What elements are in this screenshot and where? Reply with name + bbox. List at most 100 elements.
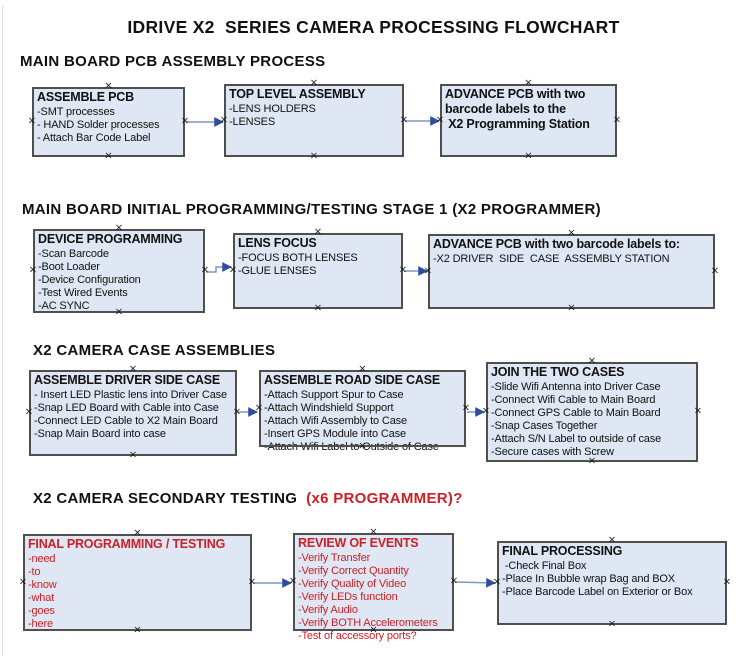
flow-box-assemble-road-side-case: ASSEMBLE ROAD SIDE CASE -Attach Support S… [255,364,470,453]
flow-box-item: -Verify Correct Quantity [298,565,409,577]
flow-box-title: JOIN THE TWO CASES [491,365,625,379]
flow-box-title: ADVANCE PCB with two barcode labels to t… [445,87,590,131]
flow-box-item: -goes [28,605,55,617]
connector-x-icon: × [358,363,367,375]
flow-box-items: -Scan Barcode-Boot Loader-Device Configu… [33,247,205,313]
connector-x-icon: × [128,363,138,375]
connector-x-icon: × [28,264,38,276]
flow-box-items: -X2 DRIVER SIDE CASE ASSEMBLY STATION [428,252,715,266]
connector-x-icon: × [567,227,576,239]
flow-box-item: - Attach Bar Code Label [37,132,151,144]
connector-x-icon: × [200,264,210,276]
flow-box-title: REVIEW OF EVENTS [298,536,419,550]
flow-box-item: -SMT processes [37,106,115,118]
flow-box-item: -LENSES [229,116,276,128]
connector-x-icon: × [435,114,445,125]
flow-box-item: - Insert LED Plastic lens into Driver Ca… [34,389,227,401]
flow-box-item: -Connect LED Cable to X2 Main Board [34,415,218,427]
connector-x-icon: × [492,576,502,588]
connector-x-icon: × [423,265,433,276]
connector-x-icon: × [104,80,113,92]
flow-box-item: -Verify Transfer [298,552,371,564]
flow-box-item: -LENS HOLDERS [229,103,316,115]
flow-box-item: -Attach Wifi Label to Outside of Case [264,441,439,453]
flow-box-items: - Insert LED Plastic lens into Driver Ca… [29,388,237,441]
connector-x-icon: × [567,302,576,314]
flow-box-item: -Attach Support Spur to Case [264,389,404,401]
flow-box-item: -GLUE LENSES [238,265,317,277]
flow-box-item: -Place Barcode Label on Exterior or Box [502,586,693,598]
flow-box-item: -Snap LED Board with Cable into Case [34,402,219,414]
connector-x-icon: × [24,406,34,418]
section-heading-case-assemblies: X2 CAMERA CASE ASSEMBLIES [33,342,275,359]
flow-box-final-programming-testing: FINAL PROGRAMMING / TESTING-need-to-know… [19,528,256,635]
flow-box-top-level-assembly: TOP LEVEL ASSEMBLY-LENS HOLDERS-LENSES××… [220,78,408,161]
flow-box-device-programming: DEVICE PROGRAMMING-Scan Barcode-Boot Loa… [29,223,209,317]
connector-x-icon: × [309,77,319,89]
flow-box-items: -SMT processes- HAND Solder processes- A… [32,105,185,145]
flow-box-review-of-events: REVIEW OF EVENTS-Verify Transfer-Verify … [289,527,458,642]
flow-arrow [206,262,232,273]
flow-box-items: -need-to-know-what-goes-here [23,552,252,631]
connector-x-icon: × [114,222,124,234]
flow-box-item: -Verify Audio [298,604,358,616]
flow-box-items [440,132,617,133]
connector-x-icon: × [524,77,533,89]
connector-x-icon: × [247,576,257,587]
flow-box-items: -Slide Wifi Antenna into Driver Case-Con… [486,380,698,459]
flow-box-item: -here [28,618,53,630]
connector-x-icon: × [180,115,190,127]
connector-x-icon: × [309,150,319,162]
connector-x-icon: × [358,440,367,452]
flow-arrow [454,577,496,588]
flow-box-title: FINAL PROGRAMMING / TESTING [28,537,226,551]
flow-box-item: -X2 DRIVER SIDE CASE ASSEMBLY STATION [433,253,670,265]
connector-x-icon: × [114,306,124,318]
flow-box-item: -Connect Wifi Cable to Main Board [491,394,656,406]
connector-x-icon: × [481,405,491,417]
flow-box-item: -Snap Cases Together [491,420,598,432]
flow-box-item: -Boot Loader [38,261,100,273]
heading-text: MAIN BOARD PCB ASSEMBLY PROCESS [20,53,326,70]
connector-x-icon: × [313,302,323,314]
connector-x-icon: × [228,264,238,276]
section-heading-pcb-assembly: MAIN BOARD PCB ASSEMBLY PROCESS [20,53,325,70]
connector-x-icon: × [27,115,37,127]
flow-box-title: TOP LEVEL ASSEMBLY [229,87,366,101]
connector-x-icon: × [369,624,378,636]
connector-x-icon: × [219,114,229,125]
flow-box-item: -FOCUS BOTH LENSES [238,252,358,264]
flow-box-item: -Insert GPS Module into Case [264,428,406,440]
connector-x-icon: × [461,402,471,413]
flow-box-item: -Secure cases with Screw [491,446,614,458]
connector-x-icon: × [18,576,28,587]
connector-x-icon: × [722,576,732,588]
flow-box-title: DEVICE PROGRAMMING [38,232,183,246]
flow-box-title: ASSEMBLE DRIVER SIDE CASE [34,373,221,387]
flow-box-title: FINAL PROCESSING [502,544,623,558]
connector-x-icon: × [449,575,459,587]
flow-box-assemble-driver-side-case: ASSEMBLE DRIVER SIDE CASE - Insert LED Pl… [25,364,241,460]
flow-box-item: -Attach Windshield Support [264,402,394,414]
heading-text: X2 CAMERA SECONDARY TESTING [33,490,298,507]
connector-x-icon: × [369,526,378,538]
flow-box-item: -know [28,579,57,591]
flow-box-item: -Check Final Box [502,560,587,572]
flow-box-item: -what [28,592,55,604]
connector-x-icon: × [288,575,298,587]
flow-box-item: - HAND Solder processes [37,119,160,131]
connector-x-icon: × [607,534,617,546]
flow-box-item: -AC SYNC [38,300,90,312]
flow-box-item: -Place In Bubble wrap Bag and BOX [502,573,675,585]
section-heading-secondary-testing: X2 CAMERA SECONDARY TESTING (x6 PROGRAMM… [33,490,463,507]
flowchart-title: IDRIVE X2 SERIES CAMERA PROCESSING FLOWC… [127,17,620,37]
flow-box-join-the-two-cases: JOIN THE TWO CASES-Slide Wifi Antenna in… [482,356,702,466]
connector-x-icon: × [133,624,142,636]
connector-x-icon: × [612,114,622,125]
flow-box-title: ASSEMBLE ROAD SIDE CASE [264,373,440,387]
flow-box-items: -FOCUS BOTH LENSES-GLUE LENSES [233,251,403,278]
flow-box-items: -LENS HOLDERS-LENSES [224,102,404,129]
flow-box-item: -Verify LEDs function [298,591,398,603]
